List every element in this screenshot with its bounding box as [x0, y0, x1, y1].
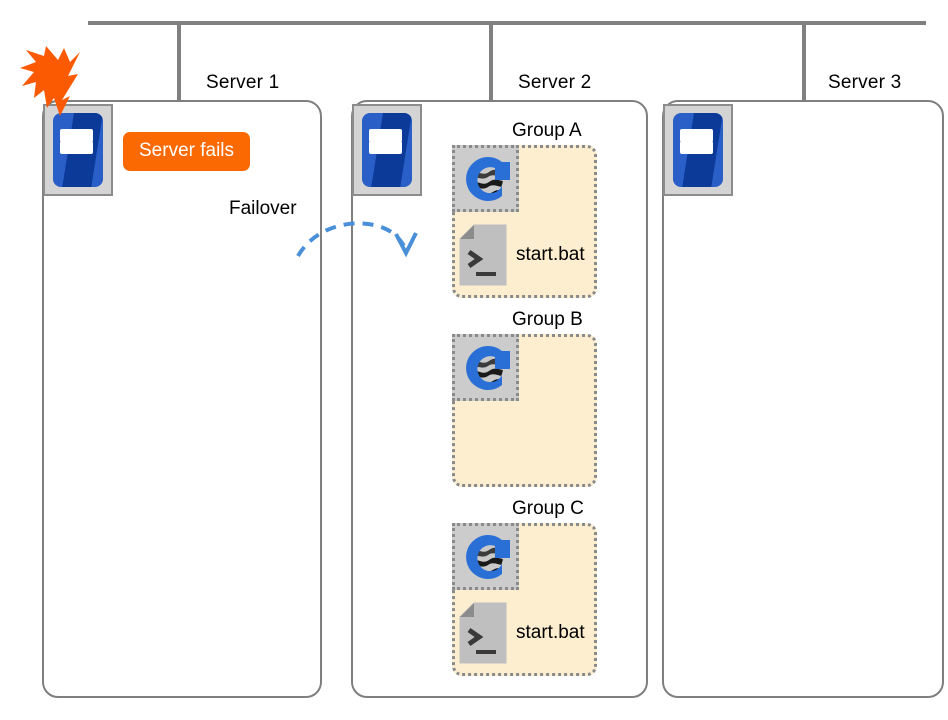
server-3-box[interactable] — [662, 100, 944, 698]
group-a-label: Group A — [512, 120, 582, 141]
server-2-icon[interactable] — [352, 104, 422, 196]
server-chassis — [362, 113, 412, 187]
server-slot-bar — [680, 141, 713, 155]
bat-script-icon — [459, 224, 507, 286]
server-chassis — [53, 113, 103, 187]
server-1-box[interactable] — [42, 100, 322, 698]
server-1-label: Server 1 — [206, 72, 280, 93]
server-slot-bar — [369, 128, 402, 142]
server-slot-bar — [60, 128, 93, 142]
cluster-globe-icon[interactable] — [452, 334, 519, 401]
server-slot-bar — [60, 141, 93, 155]
group-b-label: Group B — [512, 309, 583, 330]
group-b-box[interactable] — [452, 334, 597, 487]
server-fails-badge[interactable]: Server fails — [123, 132, 251, 171]
cluster-globe-icon[interactable] — [452, 523, 519, 590]
server-slot-bar — [680, 128, 713, 142]
network-drop-server-2 — [489, 25, 493, 102]
server-3-label: Server 3 — [828, 72, 902, 93]
network-drop-server-3 — [802, 25, 806, 102]
server-chassis — [673, 113, 723, 187]
failover-label: Failover — [229, 198, 297, 219]
network-drop-server-1 — [177, 25, 181, 102]
server-1-icon[interactable] — [43, 104, 113, 196]
group-c-label: Group C — [512, 498, 584, 519]
group-a-script-name: start.bat — [516, 244, 585, 265]
failure-burst-icon — [14, 46, 96, 127]
dashed-curved-arrow-icon — [292, 212, 422, 269]
network-bus-line — [88, 21, 926, 25]
bat-script-icon — [459, 602, 507, 664]
cluster-globe-icon[interactable] — [452, 145, 519, 212]
server-slot-bar — [369, 141, 402, 155]
group-c-box[interactable]: start.bat — [452, 523, 597, 676]
group-a-script-row[interactable]: start.bat — [459, 224, 585, 286]
group-a-box[interactable]: start.bat — [452, 145, 597, 298]
server-3-icon[interactable] — [663, 104, 733, 196]
group-c-script-row[interactable]: start.bat — [459, 602, 585, 664]
server-2-label: Server 2 — [518, 72, 592, 93]
group-c-script-name: start.bat — [516, 622, 585, 643]
